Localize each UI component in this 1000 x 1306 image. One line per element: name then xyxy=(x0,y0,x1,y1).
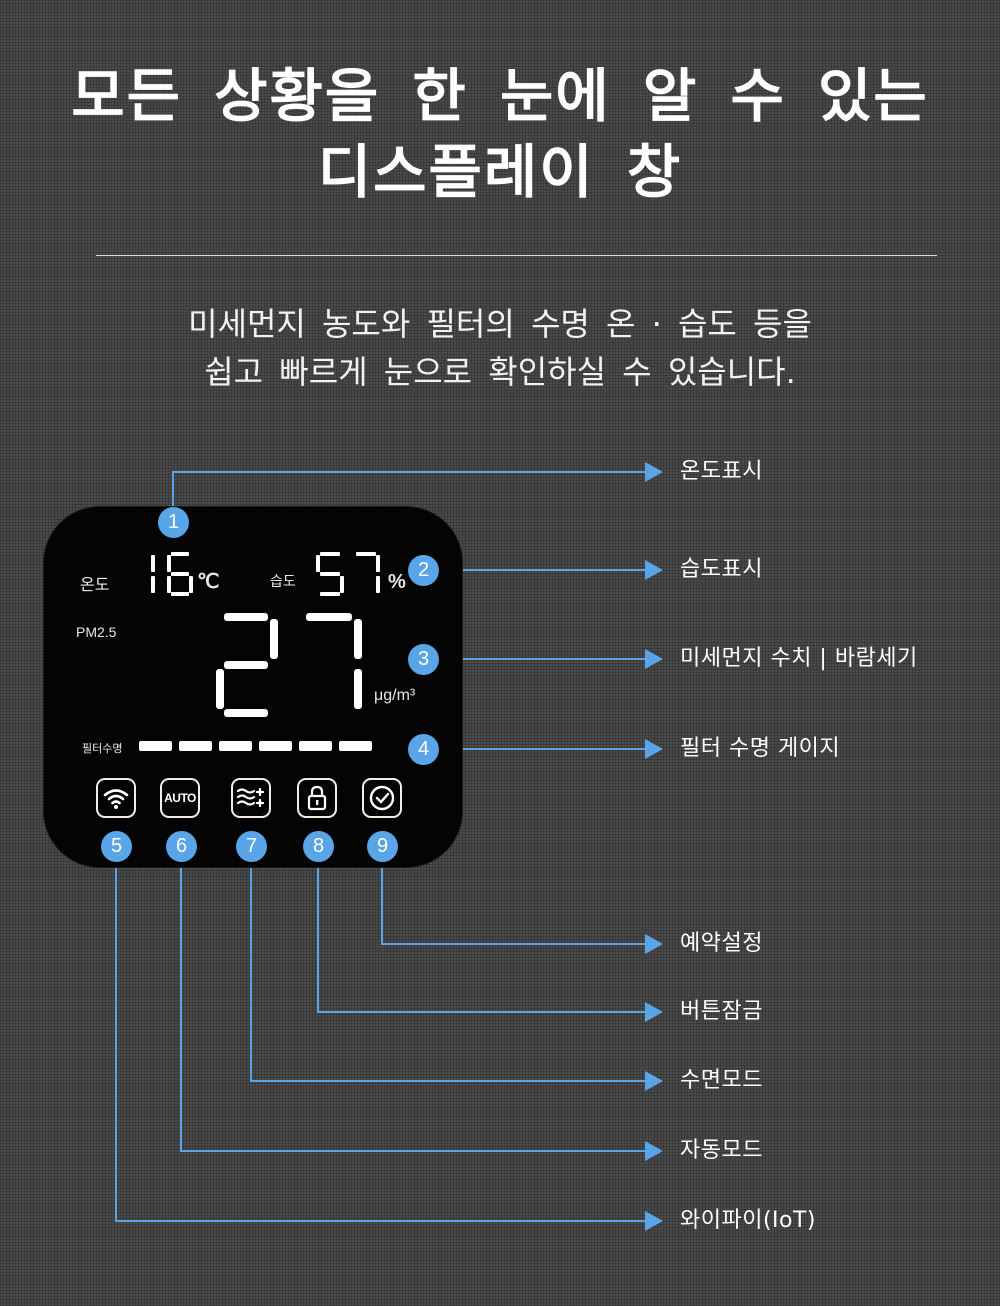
gauge-segment xyxy=(259,741,292,751)
callout-temperature: 온도표시 xyxy=(680,459,763,484)
humidity-label: 습도 xyxy=(270,573,296,589)
callout-filter-gauge: 필터 수명 게이지 xyxy=(680,736,841,761)
arrow-8 xyxy=(645,1002,663,1022)
clock-icon xyxy=(369,785,395,811)
reservation-button[interactable] xyxy=(362,778,402,818)
connector-1 xyxy=(172,471,650,522)
badge-4: 4 xyxy=(408,734,439,765)
humidity-unit: % xyxy=(388,571,406,593)
auto-icon: AUTO xyxy=(164,791,196,805)
badge-1: 1 xyxy=(158,507,189,538)
badge-3: 3 xyxy=(408,644,439,675)
pm25-unit: μg/m³ xyxy=(374,687,416,704)
auto-mode-button[interactable]: AUTO xyxy=(160,778,200,818)
subtitle-line2: 쉽고 빠르게 눈으로 확인하실 수 있습니다. xyxy=(204,353,796,391)
badge-2: 2 xyxy=(408,555,439,586)
subtitle-line1: 미세먼지 농도와 필터의 수명 온 · 습도 등을 xyxy=(188,305,812,343)
button-lock-button[interactable] xyxy=(297,778,337,818)
gauge-segment xyxy=(219,741,252,751)
connector-7 xyxy=(250,846,650,1082)
filter-life-label: 필터수명 xyxy=(82,743,123,755)
arrow-3 xyxy=(645,649,663,669)
callout-auto-mode: 자동모드 xyxy=(680,1138,763,1163)
callout-button-lock: 버튼잠금 xyxy=(680,999,763,1024)
connector-9 xyxy=(381,846,650,945)
badge-6: 6 xyxy=(166,831,197,862)
gauge-segment xyxy=(139,741,172,751)
pm25-value xyxy=(216,613,362,717)
callout-reservation: 예약설정 xyxy=(680,931,763,956)
temperature-value xyxy=(151,552,193,596)
connector-6 xyxy=(180,846,650,1152)
divider xyxy=(96,255,937,256)
display-panel: 온도 ℃ 습도 % PM xyxy=(44,507,462,867)
arrow-7 xyxy=(645,1071,663,1091)
wifi-icon xyxy=(103,789,129,809)
filter-life-gauge xyxy=(139,741,379,753)
temperature-unit: ℃ xyxy=(197,571,220,593)
temperature-label: 온도 xyxy=(80,577,110,594)
arrow-2 xyxy=(645,560,663,580)
page-title-line2: 디스플레이 창 xyxy=(317,138,683,206)
page-title-line1: 모든 상황을 한 눈에 알 수 있는 xyxy=(71,62,929,130)
lock-icon xyxy=(307,785,327,811)
arrow-9 xyxy=(645,934,663,954)
arrow-6 xyxy=(645,1141,663,1161)
sleep-wave-icon xyxy=(236,787,265,808)
callout-pm-wind: 미세먼지 수치 | 바람세기 xyxy=(680,646,918,671)
sleep-mode-button[interactable] xyxy=(231,778,271,818)
arrow-4 xyxy=(645,739,663,759)
callout-humidity: 습도표시 xyxy=(680,557,763,582)
pm25-label: PM2.5 xyxy=(76,624,117,640)
wifi-button[interactable] xyxy=(96,778,136,818)
gauge-segment xyxy=(339,741,372,751)
badge-8: 8 xyxy=(303,831,334,862)
connector-5 xyxy=(115,846,650,1222)
connector-8 xyxy=(317,846,650,1013)
callout-sleep-mode: 수면모드 xyxy=(680,1068,763,1093)
arrow-1 xyxy=(645,462,663,482)
callout-wifi: 와이파이(IoT) xyxy=(680,1208,817,1233)
gauge-segment xyxy=(299,741,332,751)
gauge-segment xyxy=(179,741,212,751)
badge-7: 7 xyxy=(236,831,267,862)
arrow-5 xyxy=(645,1211,663,1231)
badge-5: 5 xyxy=(101,831,132,862)
humidity-value xyxy=(316,552,380,596)
badge-9: 9 xyxy=(367,831,398,862)
